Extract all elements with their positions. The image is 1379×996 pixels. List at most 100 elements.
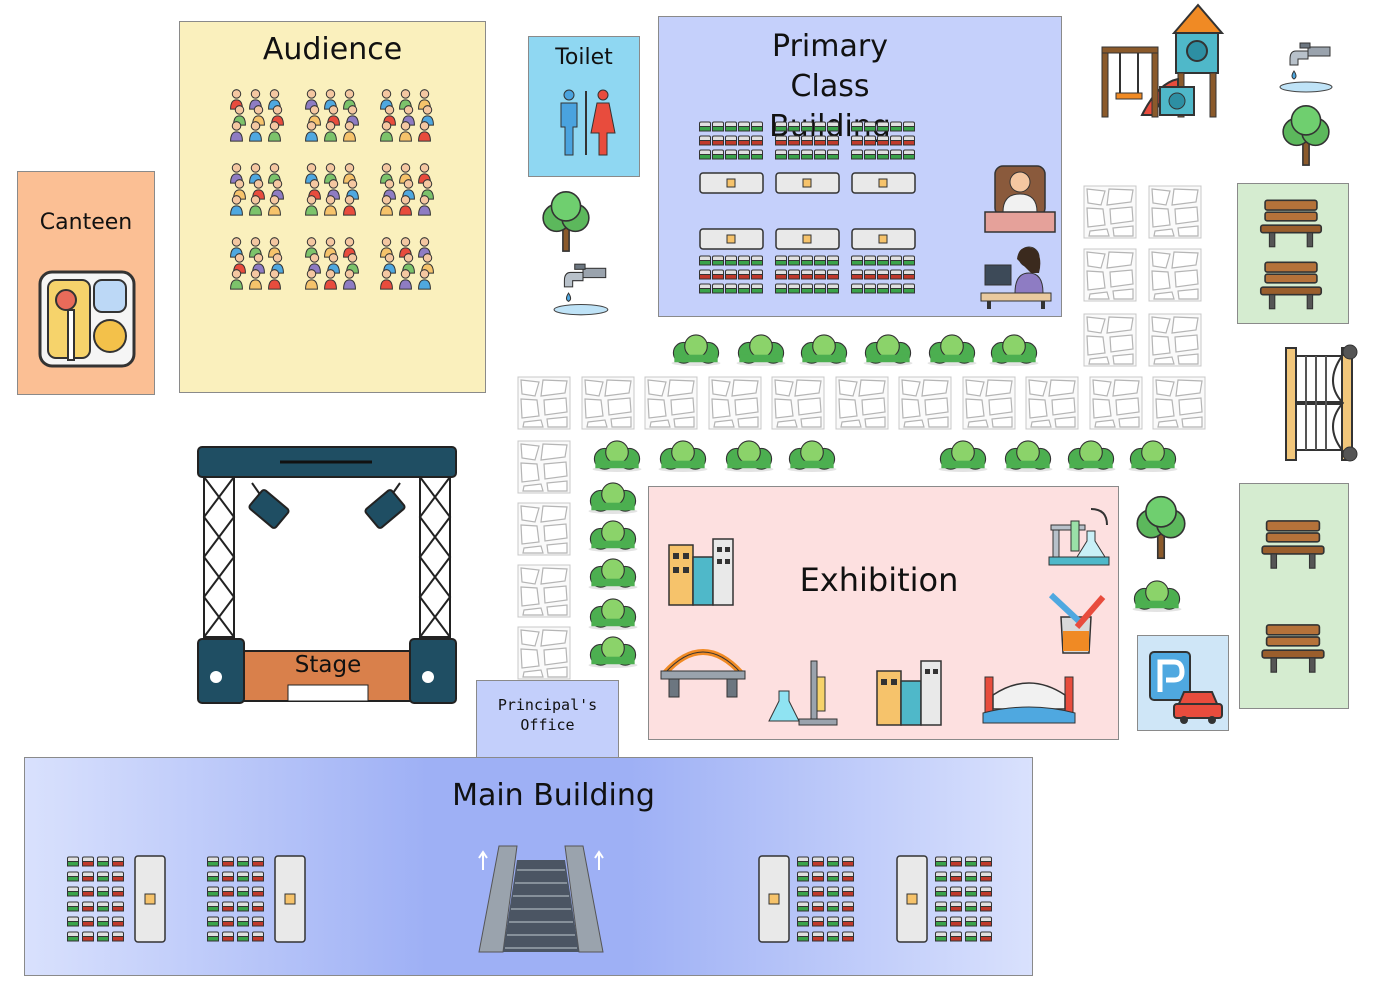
primary-class-zone[interactable]: Primary Class Building bbox=[658, 16, 1062, 317]
crowd-icon bbox=[230, 237, 284, 290]
stone-paving-icon bbox=[771, 376, 825, 430]
bush-icon bbox=[587, 482, 639, 514]
stone-paving-icon bbox=[517, 626, 571, 680]
bench-icon bbox=[1261, 520, 1325, 570]
crowd-icon bbox=[305, 237, 359, 290]
bush-icon bbox=[735, 334, 787, 366]
bush-icon bbox=[798, 334, 850, 366]
stone-paving-icon bbox=[1083, 248, 1137, 302]
crowd-icon bbox=[305, 89, 359, 142]
bush-icon bbox=[1127, 440, 1179, 472]
stone-paving-icon bbox=[1083, 185, 1137, 239]
bench-icon bbox=[1261, 624, 1325, 674]
bush-icon bbox=[657, 440, 709, 472]
chemistry-beaker-icon bbox=[1048, 592, 1106, 654]
desk-row-icon bbox=[775, 228, 840, 294]
tree-icon bbox=[1136, 495, 1186, 560]
classroom-icon bbox=[758, 855, 854, 943]
stage-structure[interactable] bbox=[196, 445, 458, 707]
bush-icon bbox=[591, 440, 643, 472]
stone-paving-icon bbox=[1148, 248, 1202, 302]
stone-paving-icon bbox=[1148, 185, 1202, 239]
bush-icon bbox=[926, 334, 978, 366]
primary-desk-rows bbox=[699, 117, 939, 307]
water-tap-icon bbox=[553, 263, 609, 316]
water-tap-icon bbox=[1279, 42, 1333, 93]
tree-icon bbox=[1282, 105, 1330, 166]
crowd-icon bbox=[380, 89, 434, 142]
principal-office-label: Principal's Office bbox=[497, 696, 598, 734]
stone-paving-icon bbox=[835, 376, 889, 430]
crowd-icon bbox=[305, 163, 359, 216]
stone-paving-icon bbox=[517, 376, 571, 430]
classroom-icon bbox=[207, 855, 306, 943]
bush-icon bbox=[862, 334, 914, 366]
bush-icon bbox=[1002, 440, 1054, 472]
restroom-sign-icon bbox=[560, 89, 616, 156]
crowd-icon bbox=[380, 163, 434, 216]
bush-icon bbox=[1065, 440, 1117, 472]
audience-label: Audience bbox=[262, 32, 403, 67]
principal-office-zone[interactable]: Principal's Office bbox=[476, 680, 619, 758]
crowd-icon bbox=[230, 163, 284, 216]
desk-row-icon bbox=[775, 121, 840, 194]
bush-icon bbox=[587, 598, 639, 630]
bush-icon bbox=[786, 440, 838, 472]
parking-zone[interactable] bbox=[1137, 635, 1229, 731]
bush-icon bbox=[587, 520, 639, 552]
main-building-label: Main Building bbox=[452, 778, 655, 813]
bench-area-bottom[interactable] bbox=[1239, 483, 1349, 709]
canteen-zone[interactable]: Canteen bbox=[17, 171, 155, 395]
exhibition-label: Exhibition bbox=[799, 561, 959, 599]
main-classroom-rows bbox=[25, 758, 1034, 977]
audience-crowd-grid bbox=[228, 88, 448, 298]
stone-paving-icon bbox=[898, 376, 952, 430]
stone-paving-icon bbox=[1089, 376, 1143, 430]
toilet-zone[interactable]: Toilet bbox=[528, 36, 640, 177]
stone-paving-icon bbox=[962, 376, 1016, 430]
bush-icon bbox=[723, 440, 775, 472]
exhibition-zone[interactable]: Exhibition bbox=[648, 486, 1119, 740]
playground-icon bbox=[1101, 3, 1225, 118]
gate-icon[interactable] bbox=[1284, 342, 1362, 464]
food-tray-icon bbox=[38, 270, 136, 368]
crowd-icon bbox=[380, 237, 434, 290]
bush-icon bbox=[1131, 580, 1183, 612]
crowd-icon bbox=[230, 89, 284, 142]
parking-icon bbox=[1149, 651, 1223, 724]
desk-row-icon bbox=[699, 121, 764, 194]
bench-area-top[interactable] bbox=[1237, 183, 1349, 324]
bench-icon bbox=[1259, 261, 1323, 310]
stone-paving-icon bbox=[1148, 313, 1202, 367]
tree-icon bbox=[542, 191, 590, 252]
main-building-zone[interactable]: Main Building bbox=[24, 757, 1033, 976]
bridge-icon bbox=[660, 649, 746, 698]
stone-paving-icon bbox=[644, 376, 698, 430]
bush-icon bbox=[670, 334, 722, 366]
desk-row-icon bbox=[699, 228, 764, 294]
stone-paving-icon bbox=[1083, 313, 1137, 367]
classroom-icon bbox=[67, 855, 166, 943]
stone-paving-icon bbox=[581, 376, 635, 430]
city-buildings-icon bbox=[668, 538, 734, 606]
teacher-icon bbox=[984, 165, 1056, 233]
stage-label: Stage bbox=[294, 652, 362, 678]
bush-icon bbox=[587, 558, 639, 590]
audience-zone[interactable]: Audience bbox=[179, 21, 486, 393]
bush-icon bbox=[988, 334, 1040, 366]
city-buildings-icon bbox=[876, 660, 942, 726]
desk-row-icon bbox=[851, 228, 916, 294]
arched-bridge-icon bbox=[982, 676, 1076, 724]
canteen-label: Canteen bbox=[39, 210, 133, 235]
stone-paving-icon bbox=[517, 502, 571, 556]
stone-paving-icon bbox=[708, 376, 762, 430]
stone-paving-icon bbox=[517, 564, 571, 618]
classroom-icon bbox=[896, 855, 992, 943]
computer-desk-icon bbox=[980, 246, 1052, 309]
bush-icon bbox=[587, 636, 639, 668]
lab-equipment-icon bbox=[1048, 508, 1110, 566]
bush-icon bbox=[937, 440, 989, 472]
stone-paving-icon bbox=[517, 440, 571, 494]
escalator-icon bbox=[478, 845, 604, 953]
flask-stand-icon bbox=[768, 660, 838, 726]
